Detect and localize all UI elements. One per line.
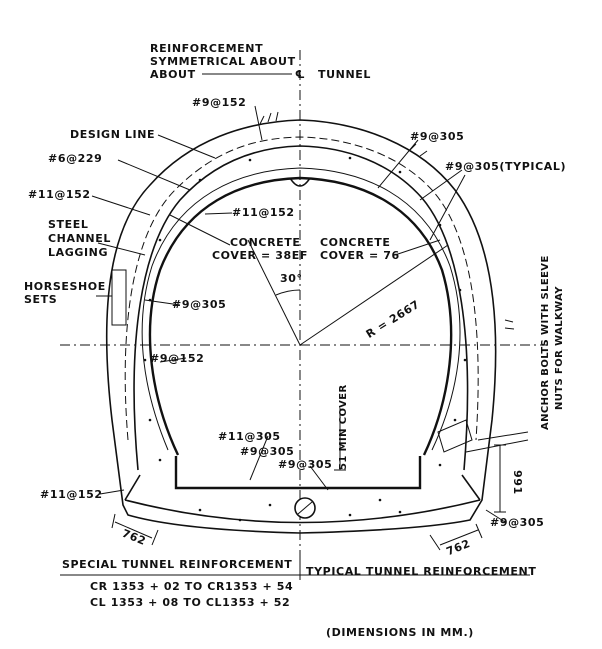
label-anchor-2: NUTS FOR WALKWAY [554, 286, 565, 410]
label-11-152-bottom: #11@152 [40, 488, 103, 501]
invert-top [174, 456, 422, 490]
label-9-305-left: #9@305 [172, 298, 226, 311]
label-dim-762-right: 762 [444, 537, 472, 558]
label-9-152-left: #9@152 [150, 352, 204, 365]
label-angle-30: 30° [280, 272, 303, 285]
title-line1: REINFORCEMENT [150, 42, 263, 55]
legend-special: SPECIAL TUNNEL REINFORCEMENT [62, 558, 292, 571]
label-cover-right-2: COVER = 76 [320, 249, 400, 262]
horseshoe-set [141, 167, 461, 451]
label-9-305-right: #9@305 [490, 516, 544, 529]
legend-typical: TYPICAL TUNNEL REINFORCEMENT [306, 565, 536, 578]
design-line [124, 136, 479, 441]
label-9-305-typical: #9@305(TYPICAL) [445, 160, 566, 173]
label-11-152-left: #11@152 [28, 188, 91, 201]
label-11-152-inner: #11@152 [232, 206, 295, 219]
title-line2: SYMMETRICAL ABOUT [150, 55, 296, 68]
label-11-305: #11@305 [218, 430, 281, 443]
legend-units: (DIMENSIONS IN MM.) [326, 626, 474, 639]
radius-line [299, 244, 449, 346]
outer-concrete-face [133, 145, 469, 471]
label-sets: SETS [24, 293, 57, 306]
invert-left-edge [124, 474, 141, 501]
label-horseshoe: HORSESHOE [24, 280, 106, 293]
rock-ticks-top [259, 111, 515, 330]
label-cover-left-1: CONCRETE [230, 236, 301, 249]
legend-station-2: CL 1353 + 08 TO CL1353 + 52 [90, 596, 290, 609]
legend-station-1: CR 1353 + 02 TO CR1353 + 54 [90, 580, 293, 593]
angle-line [247, 239, 301, 346]
label-cover-left-2: COVER = 38EF [212, 249, 308, 262]
invert-right-edge [461, 474, 481, 501]
title-line3: ABOUT [150, 68, 196, 81]
label-lagging: LAGGING [48, 246, 108, 259]
leader-lines [91, 105, 529, 523]
channel-lagging-left [111, 269, 127, 326]
label-design-line: DESIGN LINE [70, 128, 155, 141]
drain-pipe-hatch [297, 501, 313, 515]
label-6-229: #6@229 [48, 152, 102, 165]
label-channel: CHANNEL [48, 232, 111, 245]
inner-lining [148, 176, 453, 456]
label-9-305-invert-2: #9@305 [278, 458, 332, 471]
label-9-152-top: #9@152 [192, 96, 246, 109]
dim-991-line [494, 444, 506, 513]
label-dim-991: 991 [511, 470, 524, 495]
dim-762-left-line [111, 513, 159, 546]
angle-arc [275, 289, 301, 296]
label-min-cover: 51 MIN COVER [338, 384, 349, 470]
centerline-symbol: ℄ [295, 68, 305, 81]
crown-drain [289, 177, 311, 187]
label-anchor-1: ANCHOR BOLTS WITH SLEEVE [540, 255, 551, 430]
excavation-outline [105, 119, 497, 534]
label-dim-762-left: 762 [120, 527, 148, 548]
label-steel: STEEL [48, 218, 88, 231]
label-radius: R = 2667 [364, 298, 422, 341]
label-cover-right-1: CONCRETE [320, 236, 391, 249]
dim-762-right-line [429, 523, 483, 551]
label-9-305-top: #9@305 [410, 130, 464, 143]
label-9-305-invert-1: #9@305 [240, 445, 294, 458]
walkway-bracket [437, 419, 473, 453]
invert-bottom [124, 499, 481, 524]
concrete-aggregate [143, 156, 467, 522]
title-tunnel: TUNNEL [318, 68, 371, 81]
